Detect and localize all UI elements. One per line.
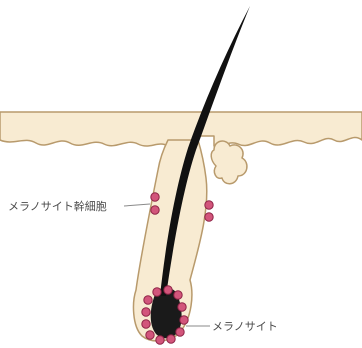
- melanocyte: [178, 303, 186, 311]
- melanocyte: [156, 336, 164, 344]
- melanocyte: [153, 288, 161, 296]
- label-melanocyte-stem-cells: メラノサイト幹細胞: [8, 199, 107, 213]
- label-melanocytes: メラノサイト: [212, 320, 278, 333]
- stem-cell: [151, 206, 159, 214]
- melanocyte: [164, 286, 172, 294]
- stem-cell: [151, 193, 159, 201]
- melanocyte: [174, 291, 182, 299]
- stem-cell-leader-line: [124, 204, 150, 206]
- melanocyte: [167, 335, 175, 343]
- melanocyte: [142, 320, 150, 328]
- sebaceous-gland: [211, 141, 247, 184]
- melanocyte: [144, 296, 152, 304]
- melanocyte: [180, 316, 188, 324]
- melanocyte: [142, 308, 150, 316]
- stem-cell: [205, 201, 213, 209]
- melanocyte: [176, 328, 184, 336]
- stem-cell: [205, 213, 213, 221]
- melanocyte: [146, 331, 154, 339]
